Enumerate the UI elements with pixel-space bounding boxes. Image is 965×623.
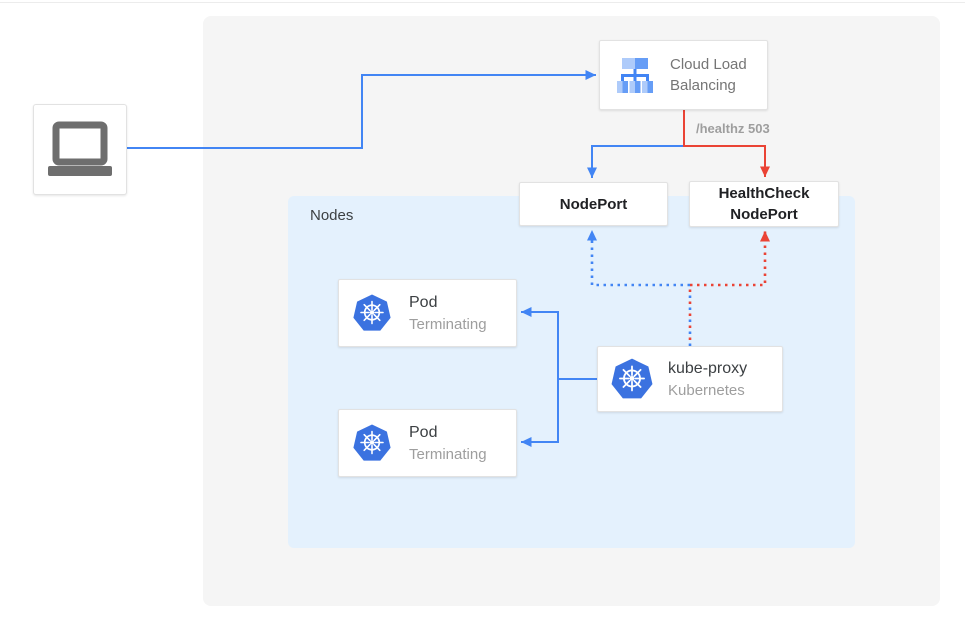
- kubernetes-icon: [611, 358, 653, 399]
- pod-bottom-card: Pod Terminating: [338, 409, 517, 477]
- pod-top-card: Pod Terminating: [338, 279, 517, 347]
- nodeport-card: NodePort: [519, 182, 668, 226]
- kube-proxy-card: kube-proxy Kubernetes: [597, 346, 783, 412]
- healthcheck-nodeport-card: HealthCheck NodePort: [689, 181, 839, 227]
- cloud-load-balancing-label: Cloud Load Balancing: [670, 56, 747, 94]
- pod-bottom-status: Terminating: [409, 445, 487, 463]
- laptop-icon: [48, 121, 112, 176]
- kubernetes-icon: [353, 294, 391, 331]
- top-border-line: [0, 2, 965, 3]
- nodeport-label: NodePort: [559, 195, 628, 213]
- pod-top-status: Terminating: [409, 315, 487, 333]
- healthz-edge-label: /healthz 503: [696, 121, 770, 136]
- client-card: [33, 104, 127, 195]
- cloud-load-balancing-icon: [617, 58, 653, 93]
- kube-proxy-title: kube-proxy: [668, 359, 748, 377]
- cloud-load-balancing-card: Cloud Load Balancing: [599, 40, 768, 110]
- nodes-group-label: Nodes: [310, 207, 354, 224]
- healthcheck-nodeport-label: HealthCheck NodePort: [718, 185, 810, 223]
- pod-bottom-title: Pod: [409, 423, 438, 441]
- pod-top-title: Pod: [409, 293, 438, 311]
- pod-top-text: Pod Terminating: [409, 291, 487, 336]
- kube-proxy-subtitle: Kubernetes: [668, 381, 745, 399]
- kube-proxy-text: kube-proxy Kubernetes: [668, 357, 747, 402]
- kubernetes-icon: [353, 424, 391, 461]
- pod-bottom-text: Pod Terminating: [409, 421, 487, 466]
